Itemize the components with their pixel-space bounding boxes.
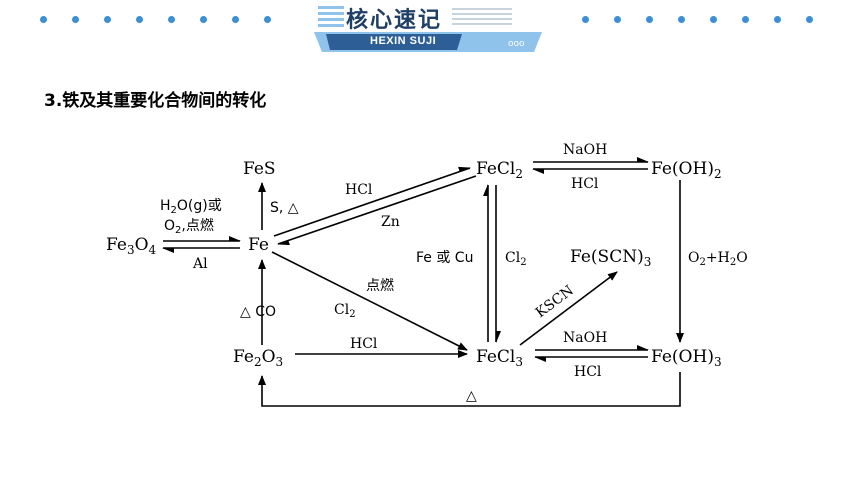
node-fecl2: FeCl2 [476, 159, 523, 181]
label-delta-co: △ CO [240, 304, 276, 320]
node-fe3o4: Fe3O4 [106, 235, 157, 257]
label-hcl-bottom2: HCl [574, 364, 602, 380]
label-h2o-g: H2O(g)或 [160, 198, 222, 216]
header-dots-right [582, 16, 842, 28]
svg-text:ooo: ooo [508, 39, 525, 49]
label-o2-burn: O2,点燃 [164, 217, 214, 236]
label-delta-loop: △ [466, 388, 477, 404]
header-dots-left [40, 16, 280, 28]
node-fes: FeS [243, 159, 276, 179]
arrow-fecl3-fescn3 [519, 271, 618, 346]
arrow-feoh3-fe2o3 [258, 372, 681, 407]
label-fe-or-cu: Fe 或 Cu [416, 250, 473, 266]
node-fe2o3: Fe2O3 [233, 347, 283, 369]
label-hcl-fe: HCl [345, 182, 373, 198]
node-feoh2: Fe(OH)2 [651, 159, 722, 181]
label-hcl-top: HCl [571, 176, 599, 192]
node-fecl3: FeCl3 [476, 347, 523, 369]
label-al: Al [192, 256, 208, 272]
header-banner: ooo [314, 6, 542, 52]
arrow-fe-fecl3 [271, 251, 468, 351]
section-title: 3.铁及其重要化合物间的转化 [44, 91, 267, 111]
banner-title: 核心速记 [346, 8, 443, 33]
node-feoh3: Fe(OH)3 [651, 347, 722, 369]
arrow-fe-fecl2 [273, 166, 471, 237]
label-s-delta: S, △ [270, 200, 299, 216]
banner-subtitle: HEXIN SUJI [370, 35, 437, 47]
label-o2-h2o: O2+H2O [688, 250, 748, 268]
label-kscn: KSCN [533, 283, 577, 322]
arrow-fecl2-fe [277, 175, 477, 246]
label-cl2-mid: Cl2 [505, 250, 527, 268]
label-naoh-bottom: NaOH [563, 330, 607, 346]
banner-grid-decoration [452, 8, 512, 25]
label-zn: Zn [381, 214, 400, 230]
label-cl2-low: Cl2 [334, 302, 356, 320]
node-fescn3: Fe(SCN)3 [570, 247, 651, 269]
banner-stripes-icon [318, 6, 344, 27]
node-fe: Fe [248, 235, 269, 255]
label-hcl-bottom: HCl [350, 336, 378, 352]
label-burn: 点燃 [366, 277, 394, 294]
label-naoh-top: NaOH [563, 142, 607, 158]
